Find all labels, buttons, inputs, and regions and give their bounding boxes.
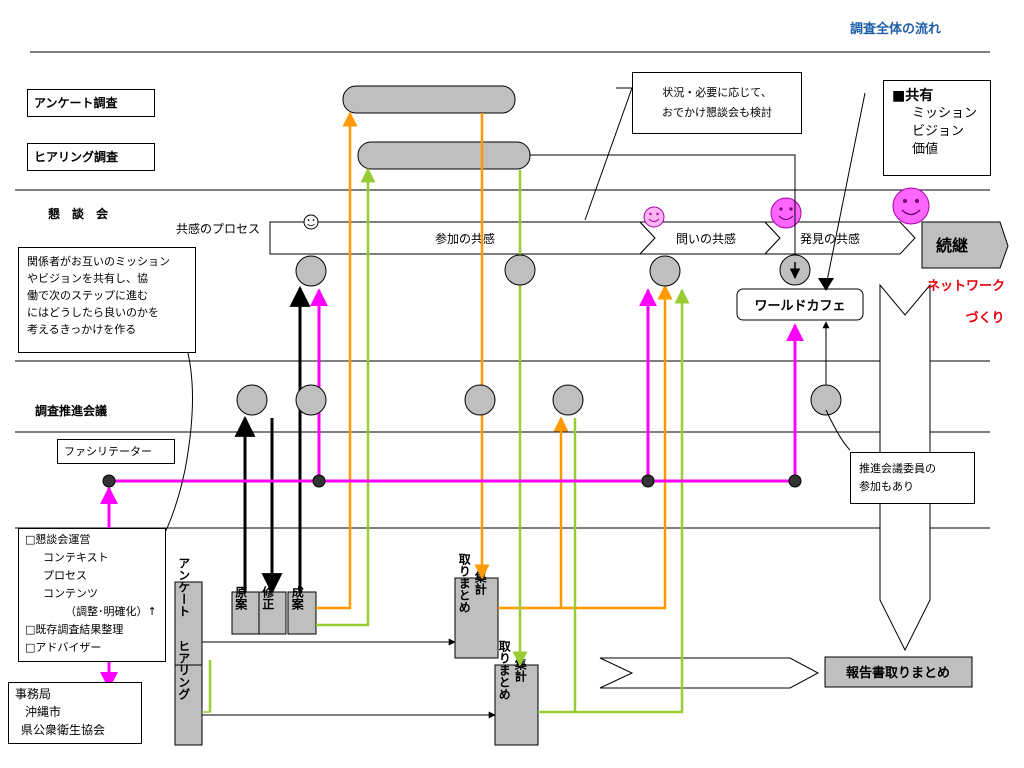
phase-discovery	[763, 221, 916, 255]
office-box: 事務局 沖縄市 県公衆衛生協会	[8, 682, 142, 744]
hearing-to-cafe-line	[530, 154, 796, 260]
page-title: 調査全体の流れ	[850, 22, 942, 37]
network-line-2: づくり	[965, 310, 1004, 326]
purpose-line: にはどうしたら良いのかを	[27, 306, 159, 319]
hearing-label: ヒアリング	[177, 640, 191, 700]
row-label-promotion: 調査推進会議	[35, 403, 107, 418]
revise-box	[258, 591, 287, 635]
members-line: 参加もあり	[859, 480, 914, 493]
facilitator-box: ファシリテーター	[57, 439, 175, 464]
report-box	[824, 656, 973, 688]
purpose-callout: 関係者がお互いのミッション やビジョンを共有し、協 働で次のステップに進む には…	[18, 247, 196, 353]
row-label-konwakai: 懇 談 会	[48, 206, 109, 221]
orange-flow	[316, 111, 673, 610]
task-extra: □既存調査結果整理	[25, 623, 124, 636]
members-pointer	[825, 409, 851, 451]
aggregation-1-line-a: 集計	[473, 570, 487, 596]
members-line: 推進会議委員の	[859, 462, 936, 475]
office-line: 沖縄市	[25, 705, 62, 719]
smiley-icon	[303, 214, 319, 230]
process-bar	[269, 221, 916, 255]
final-label: 成案	[290, 585, 304, 611]
odekake-callout: 状況・必要に応じて、 おでかけ懇談会も検討	[632, 72, 802, 134]
green-flow	[202, 167, 690, 714]
report-label: 報告書取りまとめ	[846, 665, 950, 681]
hearing-row-text: ヒアリング調査	[34, 150, 119, 164]
survey-row-text: アンケート調査	[34, 96, 118, 110]
hearing-label-box	[174, 664, 203, 746]
phase-label-participation: 参加の共感	[435, 231, 495, 246]
smiley-icon	[770, 197, 802, 229]
survey-label-box	[174, 581, 203, 666]
share-callout: ■共有 ミッション ビジョン 価値	[883, 80, 991, 176]
meeting-circles	[236, 254, 842, 416]
continue-arrow	[921, 221, 1009, 269]
aggregation-2-line-b: 取りまとめ	[497, 640, 511, 700]
facilitator-label: ファシリテーター	[64, 445, 152, 458]
world-cafe-box	[736, 288, 864, 321]
tasks-title: □懇談会運営	[25, 533, 91, 546]
purpose-line: 関係者がお互いのミッション	[27, 255, 170, 268]
hearing-row-box: ヒアリング調査	[27, 143, 155, 171]
task-item: プロセス	[43, 569, 87, 582]
odekake-line-1: 状況・必要に応じて、	[662, 86, 772, 99]
phase-label-question: 問いの共感	[676, 231, 736, 246]
process-label: 共感のプロセス	[176, 221, 260, 236]
report-chevron	[599, 657, 820, 689]
share-pointer	[825, 92, 866, 287]
task-item: コンテキスト	[43, 551, 109, 564]
office-line: 事務局	[15, 687, 52, 701]
purpose-line: 働で次のステップに進む	[27, 289, 148, 302]
survey-label: アンケート	[177, 557, 191, 617]
share-item: ビジョン	[912, 124, 965, 139]
hearing-period-bar	[357, 141, 531, 170]
share-title: ■共有	[892, 88, 934, 104]
row-separators	[15, 51, 990, 529]
survey-row-box: アンケート調査	[27, 89, 155, 117]
tasks-box: □懇談会運営 コンテキスト プロセス コンテンツ （調整･明確化）↑ □既存調査…	[18, 528, 166, 662]
odekake-line-2: おでかけ懇談会も検討	[662, 106, 772, 119]
share-item: ミッション	[912, 106, 978, 121]
final-box	[287, 591, 317, 635]
odekake-pointer	[584, 87, 633, 221]
black-flow	[234, 285, 311, 595]
task-extra: □アドバイザー	[25, 641, 102, 654]
share-item: 価値	[912, 142, 939, 157]
smiley-icon	[643, 206, 665, 228]
world-cafe-label: ワールドカフェ	[754, 299, 845, 314]
office-line: 県公衆衛生協会	[21, 723, 106, 737]
phase-label-discovery: 発見の共感	[800, 231, 860, 246]
aggregation-1-line-b: 取りまとめ	[457, 553, 471, 613]
smiley-icon	[892, 187, 930, 225]
aggregation-box-2	[494, 664, 539, 746]
survey-period-bar	[342, 85, 516, 114]
task-item: コンテンツ	[43, 587, 98, 600]
purpose-line: 考えるきっかけを作る	[27, 323, 137, 336]
members-callout: 推進会議委員の 参加もあり	[850, 452, 975, 504]
aggregation-box-1	[454, 577, 499, 659]
task-item: （調整･明確化）↑	[65, 605, 157, 618]
purpose-line: やビジョンを共有し、協	[27, 272, 148, 285]
continue-label: 続継	[936, 236, 968, 255]
magenta-flow	[100, 288, 804, 690]
network-line-1: ネットワーク	[927, 279, 1005, 294]
